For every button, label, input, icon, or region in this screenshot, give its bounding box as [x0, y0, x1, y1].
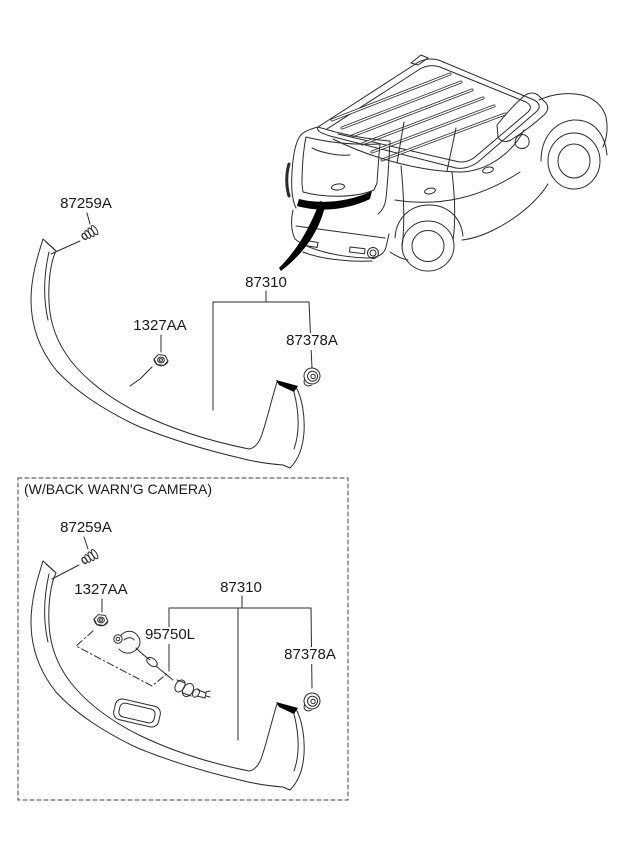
- part-label-nut-camera: 1327AA: [74, 581, 128, 598]
- part-bracket-87310-top: [212, 290, 313, 411]
- part-label-retainer-top: 87259A: [60, 195, 112, 212]
- tailgate-garnish-camera: [30, 560, 305, 791]
- part-label-nut-top: 1327AA: [133, 317, 187, 334]
- camera-unit: [174, 679, 186, 693]
- garnish-camera-edge-highlight: [276, 702, 298, 714]
- part-label-camera: 95750L: [142, 626, 198, 644]
- garnish-highlight-band: [297, 191, 372, 210]
- retainer-clip-icon-camera: [79, 548, 100, 567]
- mounting-center-line: [75, 630, 169, 687]
- vehicle-rear-three-quarter-view: [285, 54, 608, 272]
- camera-variant-box-border: [17, 477, 349, 801]
- roof-ribs: [330, 72, 507, 162]
- mounting-nut-icon-top: [152, 353, 170, 368]
- mounting-nut-icon-camera: [92, 613, 110, 628]
- tailgate-garnish-top: [30, 238, 305, 469]
- leader-lines-top: [50, 212, 313, 411]
- part-label-grommet-camera: 87378A: [282, 646, 338, 664]
- part-label-garnish-camera: 87310: [220, 579, 262, 596]
- camera-cable: [135, 647, 151, 661]
- garnish-top-edge-highlight: [276, 380, 298, 392]
- retainer-clip-icon-top: [79, 224, 100, 243]
- callout-arrow: [279, 201, 326, 271]
- part-label-garnish-top: 87310: [245, 274, 287, 291]
- camera-assembly: [113, 630, 211, 699]
- camera-hole: [113, 698, 161, 728]
- camera-box-title: (W/BACK WARN'G CAMERA): [24, 481, 213, 497]
- part-label-retainer-camera: 87259A: [60, 519, 112, 536]
- part-label-grommet-top: 87378A: [284, 332, 340, 350]
- grommet-icon-camera: [301, 691, 322, 713]
- harness-eyelet: [113, 634, 123, 644]
- harness-connector: [118, 630, 141, 654]
- part-bracket-87310-camera: [168, 595, 313, 741]
- grommet-icon-top: [301, 366, 322, 388]
